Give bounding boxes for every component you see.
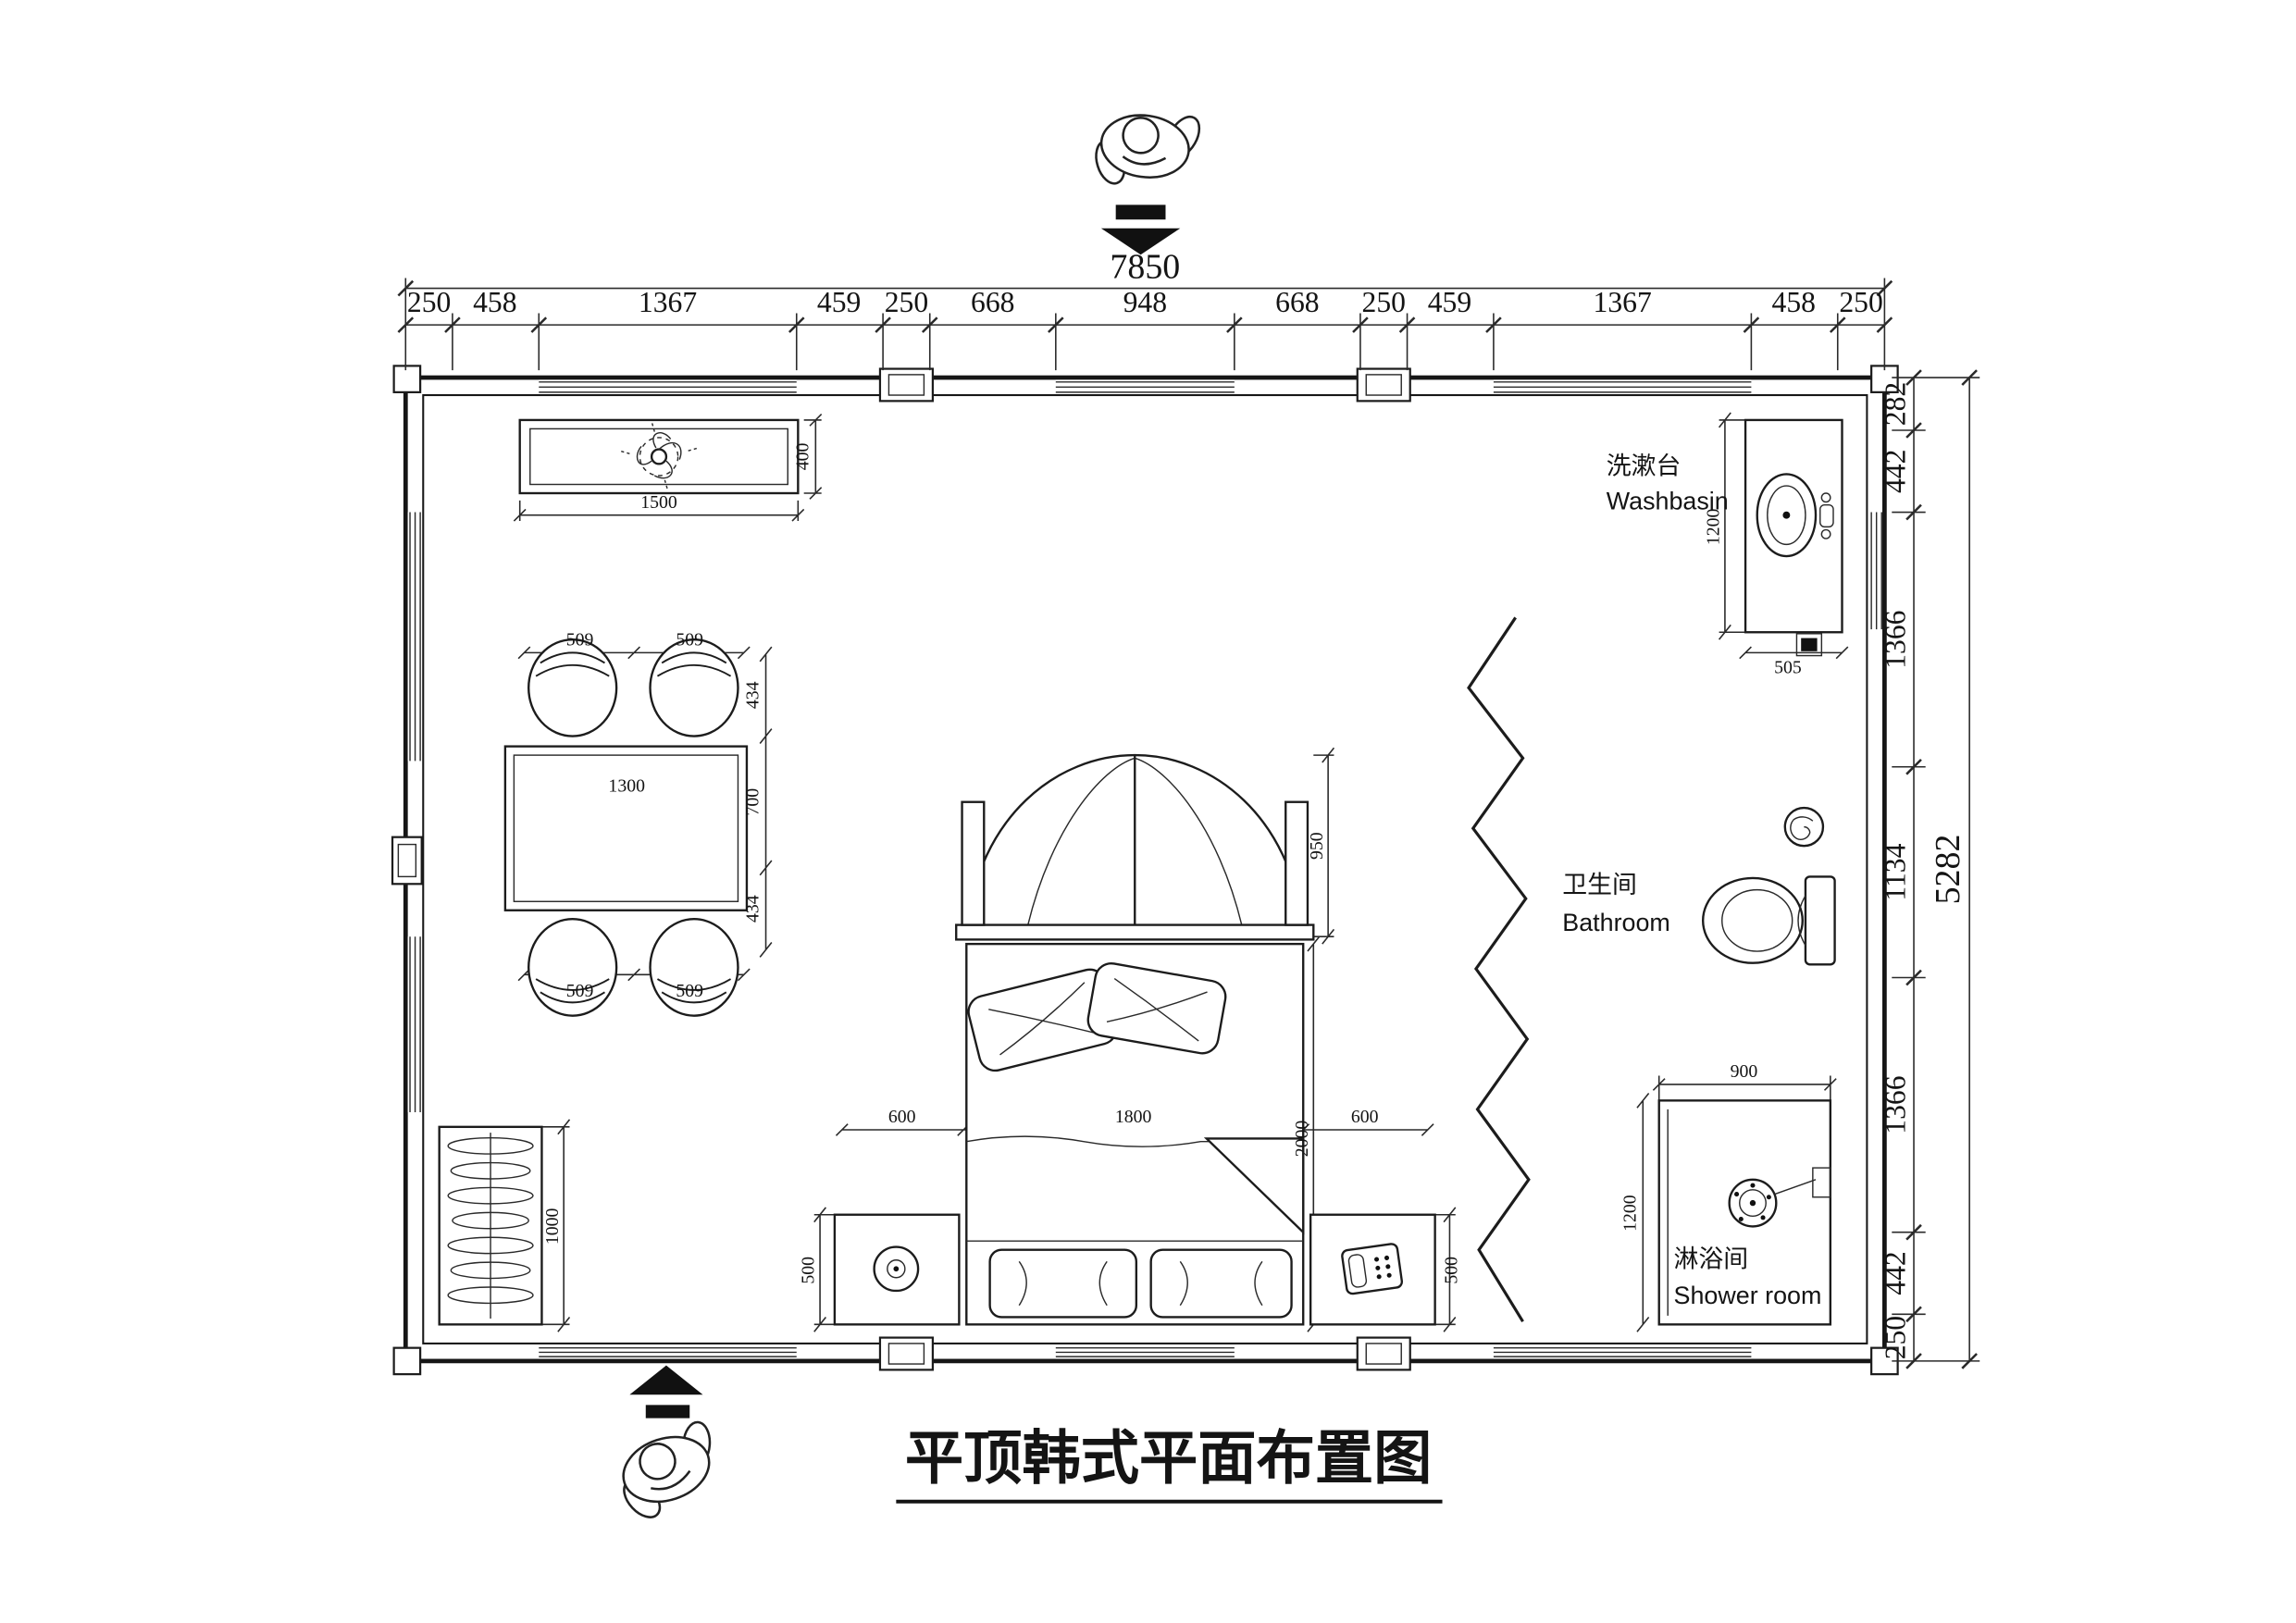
- pillow: [1086, 961, 1227, 1055]
- dim-basin-length: 1200: [1704, 508, 1724, 545]
- tv-cabinet: [518, 418, 800, 495]
- dim-chair-bl: 509: [566, 981, 594, 1001]
- dim-right-4: 1366: [1880, 1075, 1912, 1134]
- dim-top-12: 250: [1839, 286, 1882, 318]
- dim-overall-height: 5282: [1929, 835, 1967, 905]
- nightstand-left: [833, 1213, 961, 1326]
- dim-top-8: 250: [1362, 286, 1406, 318]
- shower: [1657, 1099, 1832, 1326]
- dim-tv-width: 1500: [640, 492, 677, 513]
- dim-nightstand-left: 500: [799, 1257, 819, 1284]
- label-bathroom-zh: 卫生间: [1562, 871, 1637, 898]
- label-shower-zh: 淋浴间: [1674, 1245, 1749, 1273]
- dim-right-2: 1366: [1880, 611, 1912, 669]
- entry-arrow-down-icon: [1100, 204, 1181, 255]
- dim-basin-width: 505: [1774, 658, 1802, 678]
- person-figure-bottom: [602, 1365, 737, 1531]
- dim-right-6: 250: [1880, 1316, 1912, 1359]
- dim-overall-width: 7850: [1110, 248, 1180, 287]
- dimension-lines: [397, 278, 1980, 1369]
- person-figure-top: [1084, 98, 1209, 255]
- bed: [955, 753, 1315, 1326]
- dim-shower-width: 900: [1731, 1061, 1758, 1082]
- entry-arrow-up-icon: [629, 1365, 703, 1419]
- dim-right-5: 442: [1880, 1251, 1912, 1295]
- window-openings: [407, 379, 1883, 1359]
- page-title: 平顶韩式平面布置图: [905, 1426, 1433, 1491]
- toilet: [1701, 875, 1836, 966]
- dim-top-10: 1367: [1594, 286, 1652, 318]
- dim-shower-depth: 1200: [1620, 1195, 1640, 1232]
- label-washbasin-zh: 洗漱台: [1607, 452, 1682, 479]
- dim-right-0: 282: [1880, 382, 1912, 426]
- telephone-icon: [1341, 1243, 1404, 1295]
- dim-canopy: 950: [1307, 832, 1327, 860]
- dim-top-5: 668: [971, 286, 1014, 318]
- dim-table-side: 700: [743, 788, 763, 816]
- dim-top-7: 668: [1275, 286, 1319, 318]
- dim-chair-side-bottom: 434: [743, 895, 763, 923]
- dim-top-0: 250: [407, 286, 451, 318]
- folding-door: [1467, 616, 1531, 1323]
- washbasin: [1744, 418, 1843, 657]
- floor-drain-icon: [1783, 806, 1825, 848]
- faucet-icon: [1819, 492, 1834, 539]
- shower-head-icon: [1728, 1167, 1831, 1228]
- dim-table-width: 1300: [608, 776, 645, 797]
- dim-top-9: 459: [1428, 286, 1471, 318]
- drawing-title: 平顶韩式平面布置图: [896, 1426, 1443, 1504]
- dim-bed-length: 2000: [1292, 1121, 1312, 1158]
- nightstand-right: [1309, 1213, 1436, 1326]
- label-washbasin-en: Washbasin: [1607, 487, 1729, 514]
- dim-chair-br: 509: [676, 981, 703, 1001]
- dim-bed-width: 1800: [1115, 1107, 1152, 1127]
- dim-right-3: 1134: [1880, 843, 1912, 900]
- dim-top-3: 459: [817, 286, 861, 318]
- dim-top-4: 250: [885, 286, 928, 318]
- dim-top-1: 458: [473, 286, 516, 318]
- dim-right-1: 442: [1880, 450, 1912, 493]
- label-bathroom-en: Bathroom: [1562, 909, 1670, 936]
- wardrobe: [438, 1125, 543, 1326]
- dim-top-6: 948: [1123, 286, 1167, 318]
- decor-fan-icon: [619, 421, 699, 491]
- dim-bed-right: 600: [1351, 1107, 1379, 1127]
- dim-nightstand-right: 500: [1441, 1257, 1461, 1284]
- dim-tv-depth: 400: [792, 443, 813, 471]
- furniture-dimension-lines: [509, 412, 1849, 1332]
- dim-top-2: 1367: [639, 286, 697, 318]
- dim-top-11: 458: [1772, 286, 1816, 318]
- dim-chair-tr: 509: [676, 629, 703, 650]
- dim-chair-side-top: 434: [743, 681, 763, 709]
- label-shower-en: Shower room: [1674, 1282, 1822, 1309]
- dim-chair-tl: 509: [566, 629, 594, 650]
- dim-bed-left: 600: [888, 1107, 916, 1127]
- dining-set: [503, 638, 749, 1017]
- dim-wardrobe: 1000: [542, 1208, 563, 1245]
